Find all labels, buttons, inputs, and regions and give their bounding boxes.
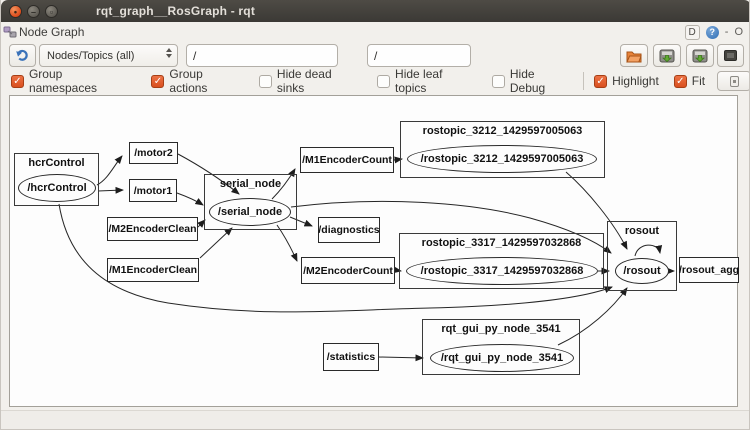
view-mode-value: Nodes/Topics (all) [47,49,135,62]
plugin-minimize-button[interactable]: - [724,26,729,38]
node-graph-icon [3,26,17,38]
topic-node-m2encoderclean[interactable]: /M2EncoderClean [107,217,198,241]
group-label: rostopic_3317_1429597032868 [421,237,582,249]
checkbox-checked-icon: ✓ [594,74,608,88]
minimize-icon[interactable]: – [27,4,40,18]
group-label: rosout [624,225,660,237]
checkbox-unchecked-icon [491,74,505,88]
topic-node-motor1[interactable]: /motor1 [129,179,177,202]
refresh-icon [16,49,28,61]
checkbox-hide-leaf-topics[interactable]: Hide leaf topics [377,67,477,95]
group-node-rqt-gui[interactable]: rqt_gui_py_node_3541 [422,319,580,375]
save-dot-button[interactable] [653,44,681,67]
checkbox-label: Hide dead sinks [276,67,332,95]
topic-node-rosout-agg[interactable]: /rosout_agg [679,257,739,283]
topic-node-diagnostics[interactable]: /diagnostics [318,217,380,243]
checkbox-unchecked-icon [377,74,391,88]
group-label: hcrControl [28,157,85,169]
close-icon[interactable]: • [9,4,22,18]
topic-node-m1encodercount[interactable]: /M1EncoderCount [300,147,394,173]
toolbar-separator [583,72,585,90]
group-node-rostopic-3317[interactable]: rostopic_3317_1429597032868 [399,233,604,289]
open-dot-button[interactable] [620,44,648,67]
plugin-close-button[interactable]: O [734,26,743,38]
maximize-icon[interactable]: ▫ [45,4,58,18]
topic-filter-input[interactable] [367,44,471,67]
checkbox-fit[interactable]: ✓ Fit [673,74,706,88]
dock-button[interactable]: D [684,24,700,40]
plugin-title: Node Graph [19,25,85,39]
node-ellipse-rostopic-3317[interactable]: /rostopic_3317_1429597032868 [406,257,598,285]
window-title: rqt_graph__RosGraph - rqt [96,4,256,18]
topic-node-motor2[interactable]: /motor2 [129,142,178,164]
node-ellipse-serial-node[interactable]: /serial_node [209,198,291,226]
save-image-icon [692,49,708,62]
status-bar [1,410,749,429]
node-ellipse-rqt-gui[interactable]: /rqt_gui_py_node_3541 [430,344,574,372]
checkbox-label: Group actions [169,67,208,95]
checkbox-hide-debug[interactable]: Hide Debug [491,67,573,95]
checkbox-checked-icon: ✓ [673,74,687,88]
checkbox-highlight[interactable]: ✓ Highlight [594,74,659,88]
topic-node-statistics[interactable]: /statistics [323,343,379,371]
graph-canvas[interactable]: hcrControl serial_node rostopic_3212_142… [9,95,739,407]
refresh-button[interactable] [9,44,36,67]
checkbox-group-namespaces[interactable]: ✓ Group namespaces [10,67,133,95]
plugin-header: Node Graph D ? - O [1,22,749,42]
help-icon[interactable]: ? [705,25,719,39]
checkbox-label: Fit [691,74,706,88]
checkbox-label: Hide leaf topics [395,67,443,95]
combo-spinner-icon [166,48,172,58]
checkbox-label: Group namespaces [28,67,97,95]
checkbox-unchecked-icon [258,74,272,88]
group-node-rosout[interactable]: rosout [607,221,677,291]
checkbox-hide-dead-sinks[interactable]: Hide dead sinks [258,67,362,95]
save-image-button[interactable] [686,44,714,67]
node-ellipse-rostopic-3212[interactable]: /rostopic_3212_1429597005063 [407,145,597,173]
node-filter-input[interactable] [186,44,338,67]
lock-button[interactable] [717,71,749,91]
open-folder-icon [626,51,642,62]
options-toolbar: ✓ Group namespaces ✓ Group actions Hide … [1,67,749,95]
square-icon [729,75,739,87]
group-node-rostopic-3212[interactable]: rostopic_3212_1429597005063 [400,121,605,178]
checkbox-label: Hide Debug [509,67,546,95]
screenshot-button[interactable] [717,44,744,67]
group-label: serial_node [219,178,282,190]
group-node-serial-node[interactable]: serial_node [204,174,297,230]
checkbox-group-actions[interactable]: ✓ Group actions [151,67,244,95]
group-label: rostopic_3212_1429597005063 [422,125,583,137]
graph-edges [58,153,675,362]
checkbox-label: Highlight [612,74,659,88]
topic-node-m1encoderclean[interactable]: /M1EncoderClean [107,258,199,282]
node-ellipse-hcrcontrol[interactable]: /hcrControl [18,174,96,202]
topic-node-m2encodercount[interactable]: /M2EncoderCount [301,257,395,284]
dark-square-icon [724,50,737,61]
node-ellipse-rosout[interactable]: /rosout [615,258,669,284]
group-label: rqt_gui_py_node_3541 [441,323,561,335]
save-dot-icon [659,49,675,62]
group-node-hcrcontrol[interactable]: hcrControl [14,153,99,206]
checkbox-checked-icon: ✓ [10,74,24,88]
graph-toolbar: Nodes/Topics (all) [1,44,749,68]
view-mode-select[interactable]: Nodes/Topics (all) [39,44,178,67]
checkbox-checked-icon: ✓ [151,74,165,88]
window-titlebar[interactable]: • – ▫ rqt_graph__RosGraph - rqt [1,0,749,22]
